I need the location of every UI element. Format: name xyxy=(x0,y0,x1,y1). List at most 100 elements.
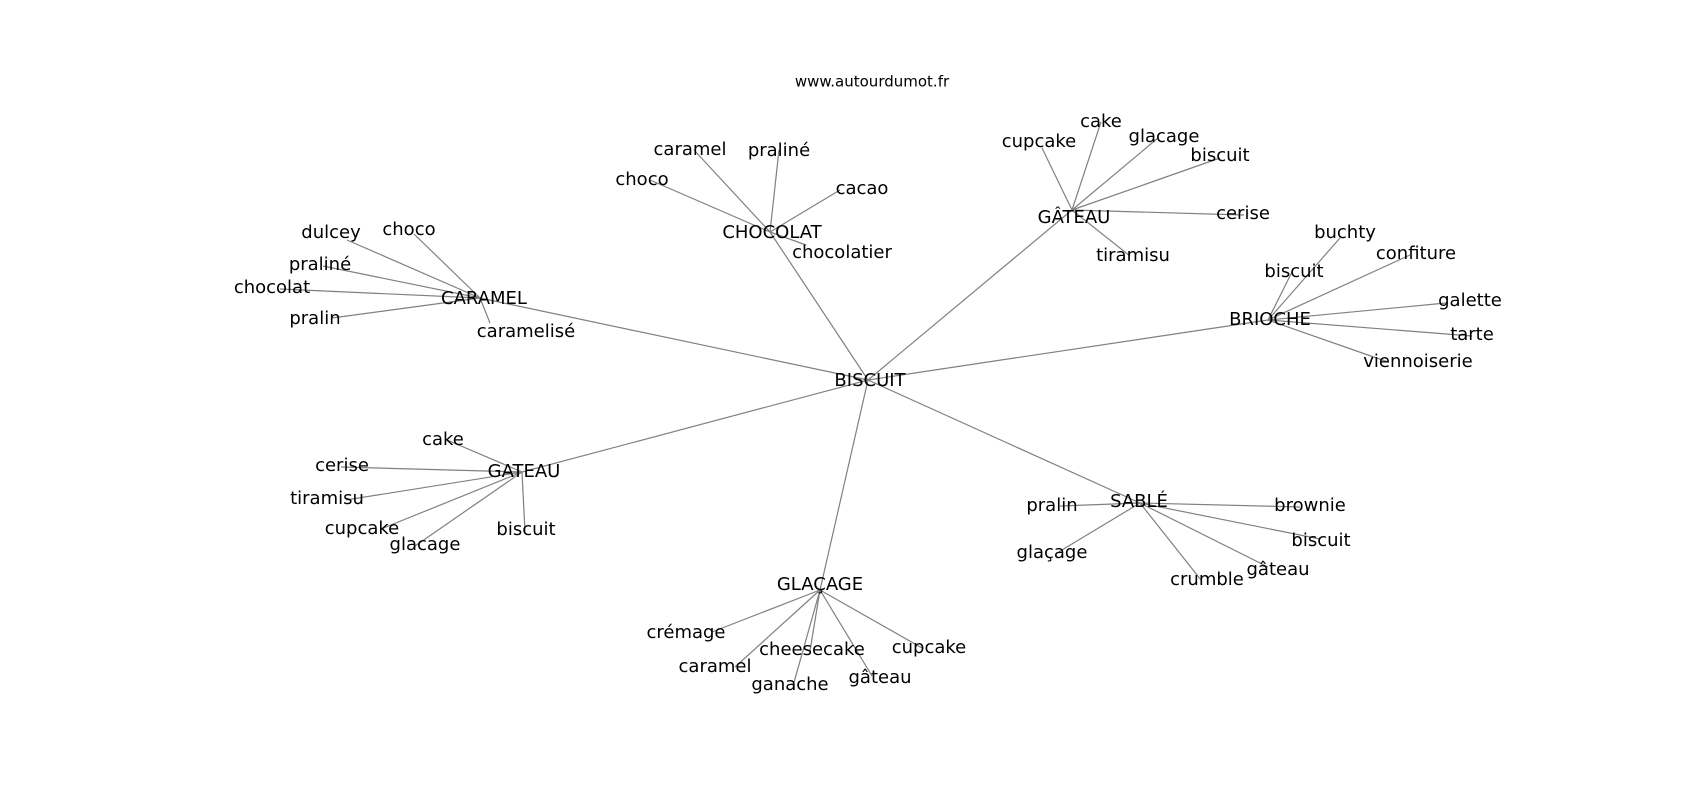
related-word-label: glacage xyxy=(1129,126,1200,147)
hub-to-word-edge xyxy=(1139,502,1202,581)
center-to-hub-edge xyxy=(521,379,869,473)
hub-to-word-edge xyxy=(1267,271,1293,321)
related-word-label: cake xyxy=(422,429,464,450)
related-word-label: pralin xyxy=(1026,495,1077,516)
hub-word-label: GLAÇAGE xyxy=(777,574,863,595)
hub-to-word-edge xyxy=(340,466,523,473)
hub-to-word-edge xyxy=(769,231,807,246)
hub-to-word-edge xyxy=(279,288,481,299)
center-to-hub-edge xyxy=(867,209,1073,381)
hub-to-word-edge xyxy=(331,297,481,319)
hub-to-word-edge xyxy=(1056,502,1141,554)
center-to-hub-edge xyxy=(769,231,869,381)
graph-edges xyxy=(279,121,1473,687)
hub-to-word-edge xyxy=(1071,209,1245,216)
related-word-label: crémage xyxy=(646,622,725,643)
hub-to-word-edge xyxy=(1041,147,1073,211)
graph-labels: BISCUIT CHOCOLAT caramel praliné choco cacao c… xyxy=(234,111,1502,695)
hub-to-word-edge xyxy=(711,589,821,633)
related-word-label: gâteau xyxy=(1246,559,1309,580)
related-word-label: praliné xyxy=(748,140,810,161)
related-word-label: cacao xyxy=(836,178,889,199)
hub-to-word-edge xyxy=(521,471,526,533)
related-word-label: choco xyxy=(615,169,668,190)
related-word-label: ganache xyxy=(751,674,828,695)
related-word-label: cupcake xyxy=(1002,131,1077,152)
hub-to-word-edge xyxy=(1071,137,1159,211)
center-to-hub-edge xyxy=(479,297,869,381)
related-word-label: cerise xyxy=(1216,203,1270,224)
center-word-label: BISCUIT xyxy=(834,370,906,391)
hub-to-word-edge xyxy=(1071,157,1221,211)
related-word-label: tarte xyxy=(1450,324,1494,345)
hub-to-word-edge xyxy=(1071,121,1102,211)
hub-to-word-edge xyxy=(1267,237,1341,321)
hub-to-word-edge xyxy=(734,589,821,668)
related-word-label: cerise xyxy=(315,455,369,476)
center-to-hub-edge xyxy=(867,379,1141,504)
related-word-label: caramel xyxy=(679,656,752,677)
center-to-hub-edge xyxy=(867,319,1269,381)
related-word-label: chocolatier xyxy=(792,242,892,263)
hub-to-word-edge xyxy=(1059,502,1141,507)
hub-word-label: BRIOCHE xyxy=(1229,309,1311,330)
related-word-label: biscuit xyxy=(1264,261,1323,282)
related-word-label: cupcake xyxy=(325,518,400,539)
related-word-label: cake xyxy=(1080,111,1122,132)
related-word-label: viennoiserie xyxy=(1363,351,1473,372)
source-url: www.autourdumot.fr xyxy=(795,73,950,91)
related-word-label: cheesecake xyxy=(759,639,865,660)
hub-to-word-edge xyxy=(380,471,523,530)
hub-word-label: GÂTEAU xyxy=(1038,206,1111,228)
hub-to-word-edge xyxy=(792,589,821,687)
hub-to-word-edge xyxy=(1071,209,1131,257)
hub-to-word-edge xyxy=(413,233,481,299)
related-word-label: gâteau xyxy=(848,667,911,688)
hub-to-word-edge xyxy=(479,297,491,324)
related-word-label: tiramisu xyxy=(290,488,364,509)
hub-to-word-edge xyxy=(1139,502,1321,540)
related-word-label: confiture xyxy=(1376,243,1456,264)
hub-to-word-edge xyxy=(1139,502,1269,568)
related-word-label: chocolat xyxy=(234,277,310,298)
hub-to-word-edge xyxy=(819,589,873,677)
related-word-label: tiramisu xyxy=(1096,245,1170,266)
hub-to-word-edge xyxy=(446,439,523,473)
related-word-label: glaçage xyxy=(1017,542,1088,563)
related-word-label: glacage xyxy=(390,534,461,555)
hub-to-word-edge xyxy=(345,471,523,501)
related-word-label: praliné xyxy=(289,254,351,275)
related-word-label: cupcake xyxy=(892,637,967,658)
related-word-label: brownie xyxy=(1274,495,1346,516)
related-word-label: biscuit xyxy=(1190,145,1249,166)
related-word-label: dulcey xyxy=(301,222,361,243)
related-word-label: biscuit xyxy=(1291,530,1350,551)
hub-to-word-edge xyxy=(1267,319,1389,363)
hub-to-word-edge xyxy=(819,589,923,649)
related-word-label: crumble xyxy=(1170,569,1244,590)
related-word-label: buchty xyxy=(1314,222,1376,243)
hub-to-word-edge xyxy=(1139,502,1301,508)
hub-to-word-edge xyxy=(414,471,523,547)
hub-to-word-edge xyxy=(769,149,780,233)
related-word-label: biscuit xyxy=(496,519,555,540)
hub-word-label: GATEAU xyxy=(488,461,561,482)
hub-to-word-edge xyxy=(769,189,841,233)
hub-to-word-edge xyxy=(1267,302,1447,321)
hub-word-label: CHOCOLAT xyxy=(722,222,822,243)
hub-to-word-edge xyxy=(322,265,481,299)
hub-word-label: CARAMEL xyxy=(441,288,527,309)
related-word-label: caramel xyxy=(654,139,727,160)
hub-to-word-edge xyxy=(649,179,771,233)
center-to-hub-edge xyxy=(819,379,869,591)
hub-to-word-edge xyxy=(346,239,481,299)
related-word-label: choco xyxy=(382,219,435,240)
related-word-label: caramelisé xyxy=(477,321,575,342)
hub-to-word-edge xyxy=(693,149,771,233)
hub-to-word-edge xyxy=(809,589,821,652)
related-word-label: pralin xyxy=(289,308,340,329)
hub-to-word-edge xyxy=(1267,319,1473,337)
hub-word-label: SABLÉ xyxy=(1110,490,1168,512)
related-word-label: galette xyxy=(1438,290,1502,311)
